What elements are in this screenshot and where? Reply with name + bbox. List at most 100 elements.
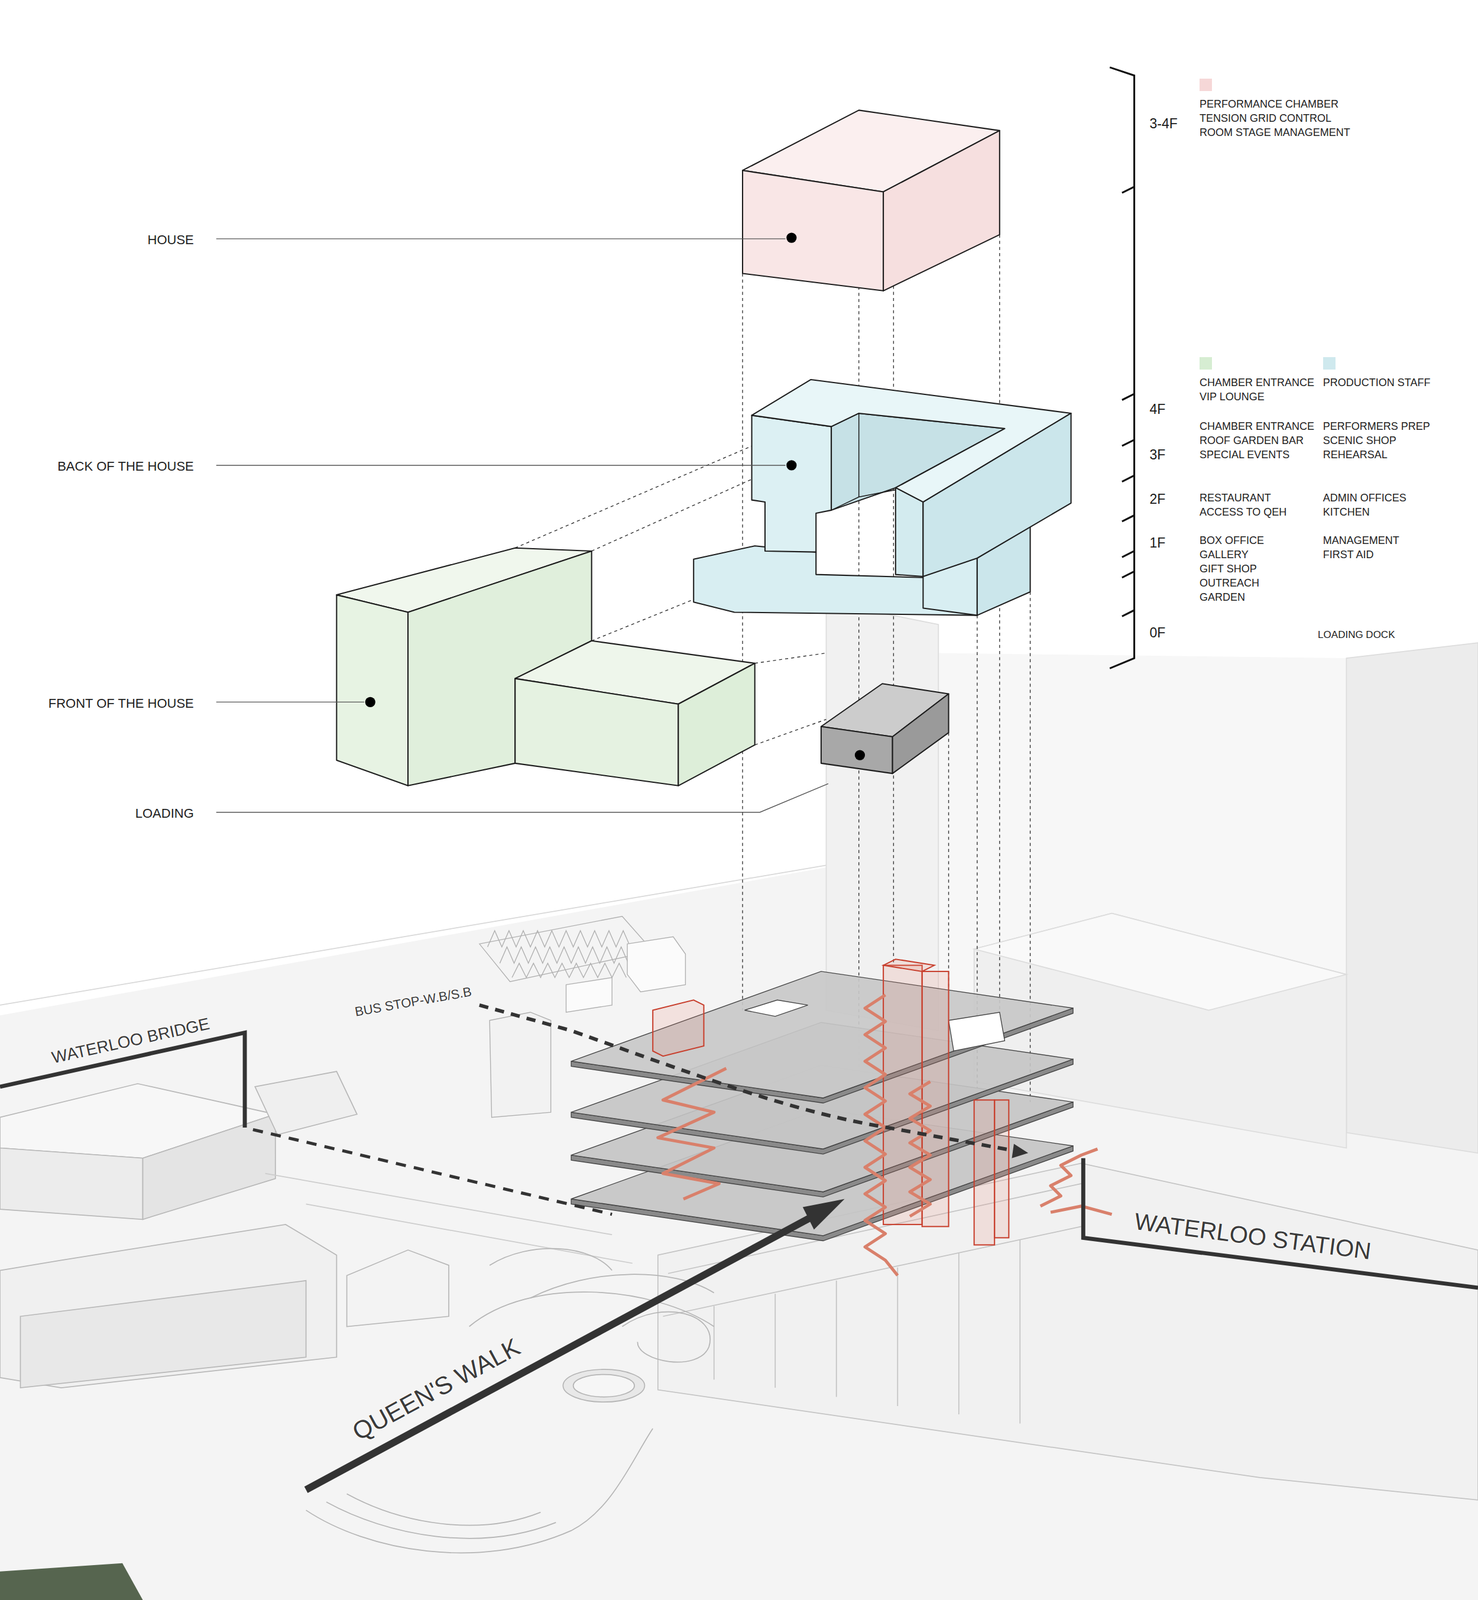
leader-dot	[365, 232, 865, 760]
queen-elizabeth-hall	[0, 1224, 337, 1388]
hayward-gallery	[489, 1012, 551, 1118]
projection-line	[754, 719, 827, 745]
front-of-house-volume	[336, 548, 755, 786]
circulation-core	[974, 1099, 995, 1245]
loading-volume	[821, 683, 949, 774]
program-list: CHAMBER ENTRANCE ROOF GARDEN BAR SPECIAL…	[1199, 419, 1324, 462]
loading-volume	[821, 726, 893, 774]
program-list: RESTAURANT ACCESS TO QEH	[1199, 490, 1301, 520]
circulation-core	[994, 1099, 1009, 1238]
back-of-house-volume	[831, 413, 896, 511]
site-ground	[0, 867, 1478, 1600]
landscape	[562, 1369, 645, 1402]
route-line	[0, 1005, 1478, 1490]
hayward-gallery	[627, 936, 686, 992]
walkway	[265, 1173, 613, 1236]
program-list: MANAGEMENT FIRST AID	[1323, 533, 1424, 562]
leader-dot	[854, 749, 865, 760]
circulation-core	[652, 958, 1009, 1245]
landscape	[489, 1248, 612, 1271]
queen-elizabeth-hall	[254, 1071, 358, 1135]
projection-line	[514, 219, 1030, 1102]
program-list: BOX OFFICE GALLERY GIFT SHOP OUTREACH GA…	[1199, 533, 1271, 605]
volume-label: LOADING	[135, 804, 194, 822]
program-list: ADMIN OFFICES KITCHEN	[1323, 490, 1424, 520]
route-arrowhead	[802, 1198, 845, 1230]
landscape	[347, 1493, 541, 1526]
projection-line	[741, 273, 743, 1011]
hayward-gallery	[479, 916, 653, 982]
back-of-house-volume	[895, 487, 924, 577]
floor-plate	[744, 999, 808, 1017]
landscape	[306, 1428, 654, 1553]
projection-line	[999, 234, 1000, 1021]
floor-label: 3F	[1149, 445, 1166, 465]
projection-line	[858, 219, 860, 1072]
queen-elizabeth-hall	[347, 1249, 450, 1327]
legend-text: PRODUCTION STAFF	[1323, 375, 1465, 390]
legend-swatch	[1323, 357, 1336, 370]
hayward-gallery	[487, 930, 631, 948]
queen-elizabeth-hall	[20, 1280, 307, 1388]
front-of-house-volume	[678, 663, 755, 786]
legend-item: CHAMBER ENTRANCE VIP LOUNGE	[1199, 357, 1324, 404]
floor-label: 2F	[1149, 489, 1166, 508]
house-volume	[742, 109, 1000, 291]
projection-line	[893, 285, 894, 965]
house-volume	[883, 130, 1000, 291]
landscape	[469, 1291, 715, 1327]
leader-dot	[786, 459, 797, 471]
stair	[1040, 1148, 1098, 1207]
route-line	[306, 1217, 812, 1490]
leader-dot	[365, 697, 376, 708]
front-of-house-volume	[336, 594, 408, 786]
landscape	[621, 1311, 711, 1363]
walkway	[265, 1173, 633, 1264]
loading-volume	[892, 694, 949, 774]
volume-label: BACK OF THE HOUSE	[57, 457, 194, 475]
leader-line	[216, 238, 829, 813]
house-volume	[742, 170, 884, 291]
site-ground	[0, 1563, 144, 1600]
program-list: LOADING DOCK	[1317, 627, 1437, 642]
circulation-core	[922, 971, 949, 1227]
stair	[864, 994, 898, 1276]
back-of-house-volume	[752, 415, 832, 552]
volume-label: FRONT OF THE HOUSE	[48, 694, 194, 712]
floor-label: 4F	[1149, 399, 1166, 418]
hayward-gallery	[511, 963, 627, 978]
floor-scale-bracket	[1109, 67, 1134, 669]
front-building	[714, 1239, 1021, 1424]
landscape	[573, 1374, 635, 1398]
queen-elizabeth-hall	[0, 1147, 144, 1220]
floor-plate	[948, 1012, 1006, 1052]
back-of-house-volume	[922, 413, 1071, 577]
floor-plate	[571, 971, 1074, 1241]
hayward-gallery	[566, 977, 613, 1013]
route-arrowhead	[1012, 1143, 1029, 1159]
legend-text: CHAMBER ENTRANCE VIP LOUNGE	[1199, 375, 1324, 404]
floor-scale-bracket	[1109, 67, 1134, 669]
program-list: PERFORMERS PREP SCENIC SHOP REHEARSAL	[1323, 419, 1439, 462]
hayward-gallery	[499, 947, 643, 964]
front-building	[662, 1226, 1081, 1317]
volume-label: HOUSE	[147, 231, 194, 249]
circulation-core	[883, 958, 935, 972]
leader-line	[216, 238, 786, 239]
floor-label: 3-4F	[1149, 114, 1178, 133]
site-ground	[0, 864, 1478, 1600]
stair	[658, 1068, 727, 1199]
front-of-house-volume	[514, 678, 679, 786]
landscape	[326, 1501, 556, 1538]
floor-label: 1F	[1149, 533, 1166, 552]
background-building	[826, 601, 939, 1031]
leader-line	[216, 783, 829, 812]
background-building	[1346, 642, 1478, 1153]
projection-line	[754, 652, 827, 663]
route-line	[253, 1129, 612, 1214]
leader-line	[216, 701, 365, 703]
circulation-core	[652, 999, 704, 1056]
back-of-house-volume	[693, 379, 1071, 616]
